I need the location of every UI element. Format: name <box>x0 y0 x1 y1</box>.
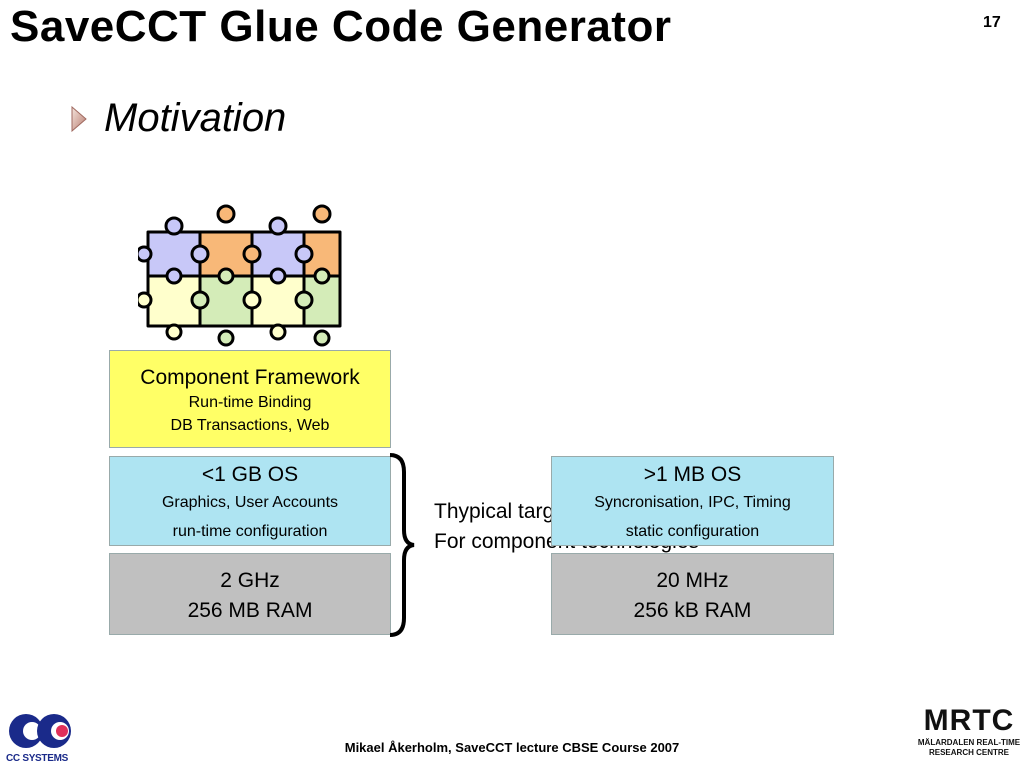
slide-footer: Mikael Åkerholm, SaveCCT lecture CBSE Co… <box>344 740 680 755</box>
triangle-bullet-icon <box>71 105 87 132</box>
left-hw-line1: 2 GHz <box>220 569 280 592</box>
left-os-box: <1 GB OS Graphics, User Accounts run-tim… <box>109 456 391 546</box>
component-framework-box: Component Framework Run-time Binding DB … <box>109 350 391 448</box>
mrtc-wordmark: MRTC <box>914 704 1024 738</box>
bullet-item: Motivation <box>70 96 286 141</box>
right-os-box: >1 MB OS Syncronisation, IPC, Timing sta… <box>551 456 834 546</box>
mrtc-text: MRTC <box>923 704 1015 737</box>
mrtc-sub2: RESEARCH CENTRE <box>928 748 1009 757</box>
right-curly-brace-icon <box>389 453 415 637</box>
slide-title: SaveCCT Glue Code Generator <box>10 2 672 51</box>
note-line1: Thypical targets <box>434 500 583 523</box>
bullet-text: Motivation <box>104 96 287 140</box>
mrtc-logo: MRTC MÄLARDALEN REAL-TIME RESEARCH CENTR… <box>914 704 1024 766</box>
right-os-line2: static configuration <box>625 523 760 540</box>
framework-title: Component Framework <box>140 366 360 389</box>
framework-line2: DB Transactions, Web <box>170 417 330 434</box>
puzzle-pieces-icon <box>138 204 342 347</box>
left-os-line2: run-time configuration <box>172 523 328 540</box>
cc-systems-text: CC SYSTEMS <box>6 753 69 764</box>
left-hardware-box: 2 GHz 256 MB RAM <box>109 553 391 635</box>
right-hw-line1: 20 MHz <box>656 569 729 592</box>
right-os-title: >1 MB OS <box>643 463 742 486</box>
left-hw-line2: 256 MB RAM <box>187 599 313 622</box>
cc-systems-mark-icon <box>9 714 71 748</box>
right-os-line1: Syncronisation, IPC, Timing <box>594 494 791 511</box>
right-hardware-box: 20 MHz 256 kB RAM <box>551 553 834 635</box>
mrtc-sub1: MÄLARDALEN REAL-TIME <box>917 738 1021 747</box>
left-os-title: <1 GB OS <box>201 463 299 486</box>
framework-line1: Run-time Binding <box>188 394 312 411</box>
cc-systems-logo: CC SYSTEMS <box>6 709 76 767</box>
page-number: 17 <box>983 14 1001 31</box>
left-os-line1: Graphics, User Accounts <box>161 494 339 511</box>
right-hw-line2: 256 kB RAM <box>633 599 752 622</box>
